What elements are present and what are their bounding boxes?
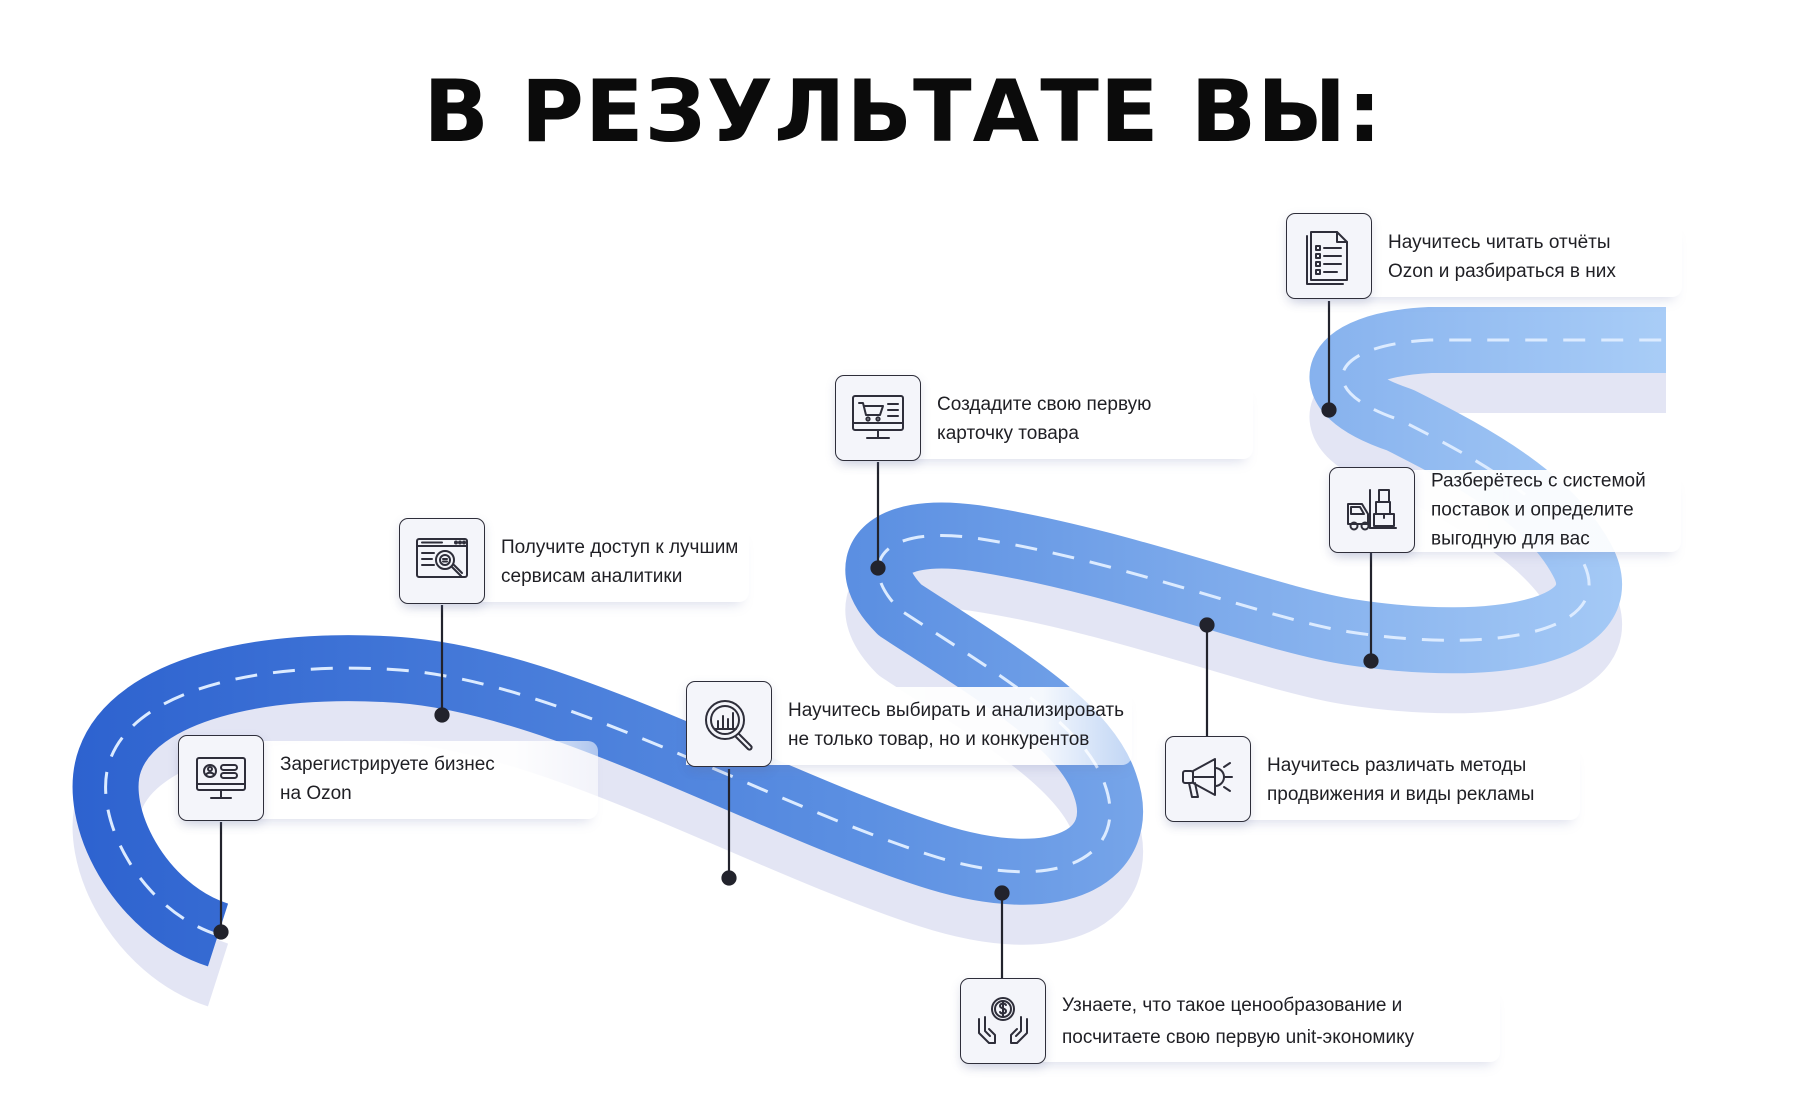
- browser-magnifier-icon: [416, 538, 468, 578]
- road-marker-card: [870, 560, 886, 576]
- step-icon-box: [1329, 467, 1415, 553]
- step-text: Разберётесь с системой поставок и опреде…: [1431, 467, 1646, 554]
- step-text: Зарегистрируете бизнес на Ozon: [280, 750, 495, 808]
- step-text-line: сервисам аналитики: [501, 566, 683, 587]
- step-text-line: Ozon и разбираться в них: [1388, 261, 1616, 282]
- step-card-supply: Разберётесь с системой поставок и опреде…: [1329, 464, 1681, 556]
- step-icon-box: [1165, 736, 1251, 822]
- step-card-pricing: Узнаете, что такое ценообразование и пос…: [960, 978, 1500, 1066]
- step-text-line: Научитесь выбирать и анализировать: [788, 700, 1124, 721]
- road-marker-pricing: [994, 885, 1010, 901]
- step-text-line: Создадите свою первую: [937, 394, 1152, 415]
- step-text: Научитесь различать методы продвижения и…: [1267, 751, 1534, 809]
- step-card-reports: Научитесь читать отчёты Ozon и разбирать…: [1286, 213, 1682, 301]
- step-icon-box: [835, 375, 921, 461]
- step-text-line: посчитаете свою первую unit-экономику: [1062, 1027, 1415, 1048]
- step-icon-box: [686, 681, 772, 767]
- delivery-truck-boxes-icon: [1347, 489, 1397, 531]
- step-icon-box: [960, 978, 1046, 1064]
- step-text-line: Разберётесь с системой: [1431, 470, 1646, 492]
- step-card-competitors: Научитесь выбирать и анализировать не то…: [686, 681, 1132, 769]
- step-card-register: Зарегистрируете бизнес на Ozon: [178, 735, 598, 823]
- step-card-advertising: Научитесь различать методы продвижения и…: [1165, 736, 1580, 824]
- step-text-line: карточку товара: [937, 423, 1079, 444]
- road-marker-supply: [1363, 653, 1379, 669]
- road-marker-competitors: [721, 870, 737, 886]
- road-marker-advertising: [1199, 617, 1215, 633]
- clipboard-document-icon: [1306, 231, 1348, 285]
- monitor-cart-icon: [852, 395, 904, 439]
- step-text-line: не только товар, но и конкурентов: [788, 729, 1090, 750]
- step-text-line: Узнаете, что такое ценообразование и: [1062, 995, 1403, 1016]
- step-card-card: Создадите свою первую карточку товара: [835, 375, 1253, 463]
- road-marker-register: [213, 924, 229, 940]
- step-icon-box: [1286, 213, 1372, 299]
- megaphone-icon: [1182, 758, 1233, 798]
- step-text-line: продвижения и виды рекламы: [1267, 784, 1535, 805]
- step-text: Получите доступ к лучшим сервисам аналит…: [501, 533, 738, 591]
- step-text: Узнаете, что такое ценообразование и пос…: [1062, 990, 1414, 1054]
- step-text-line: Получите доступ к лучшим: [501, 537, 739, 558]
- step-text: Создадите свою первую карточку товара: [937, 390, 1151, 448]
- analytics-magnifier-icon: [705, 700, 753, 751]
- step-text: Научитесь выбирать и анализировать не то…: [788, 696, 1124, 754]
- step-text-line: Научитесь читать отчёты: [1388, 232, 1611, 253]
- monitor-profile-icon: [196, 757, 246, 799]
- step-text: Научитесь читать отчёты Ozon и разбирать…: [1388, 228, 1616, 286]
- step-icon-box: [399, 518, 485, 604]
- page-title: В РЕЗУЛЬТАТЕ ВЫ:: [423, 62, 1383, 162]
- step-icon-box: [178, 735, 264, 821]
- step-text-line: Зарегистрируете бизнес: [280, 754, 495, 775]
- road-marker-analytics: [434, 707, 450, 723]
- road-marker-reports: [1321, 402, 1337, 418]
- step-text-line: на Ozon: [280, 783, 352, 804]
- step-card-analytics: Получите доступ к лучшим сервисам аналит…: [399, 518, 749, 606]
- hands-coin-icon: [978, 997, 1028, 1044]
- step-text-line: поставок и определите: [1431, 499, 1634, 521]
- step-text-line: выгодную для вас: [1431, 528, 1590, 550]
- step-text-line: Научитесь различать методы: [1267, 755, 1527, 776]
